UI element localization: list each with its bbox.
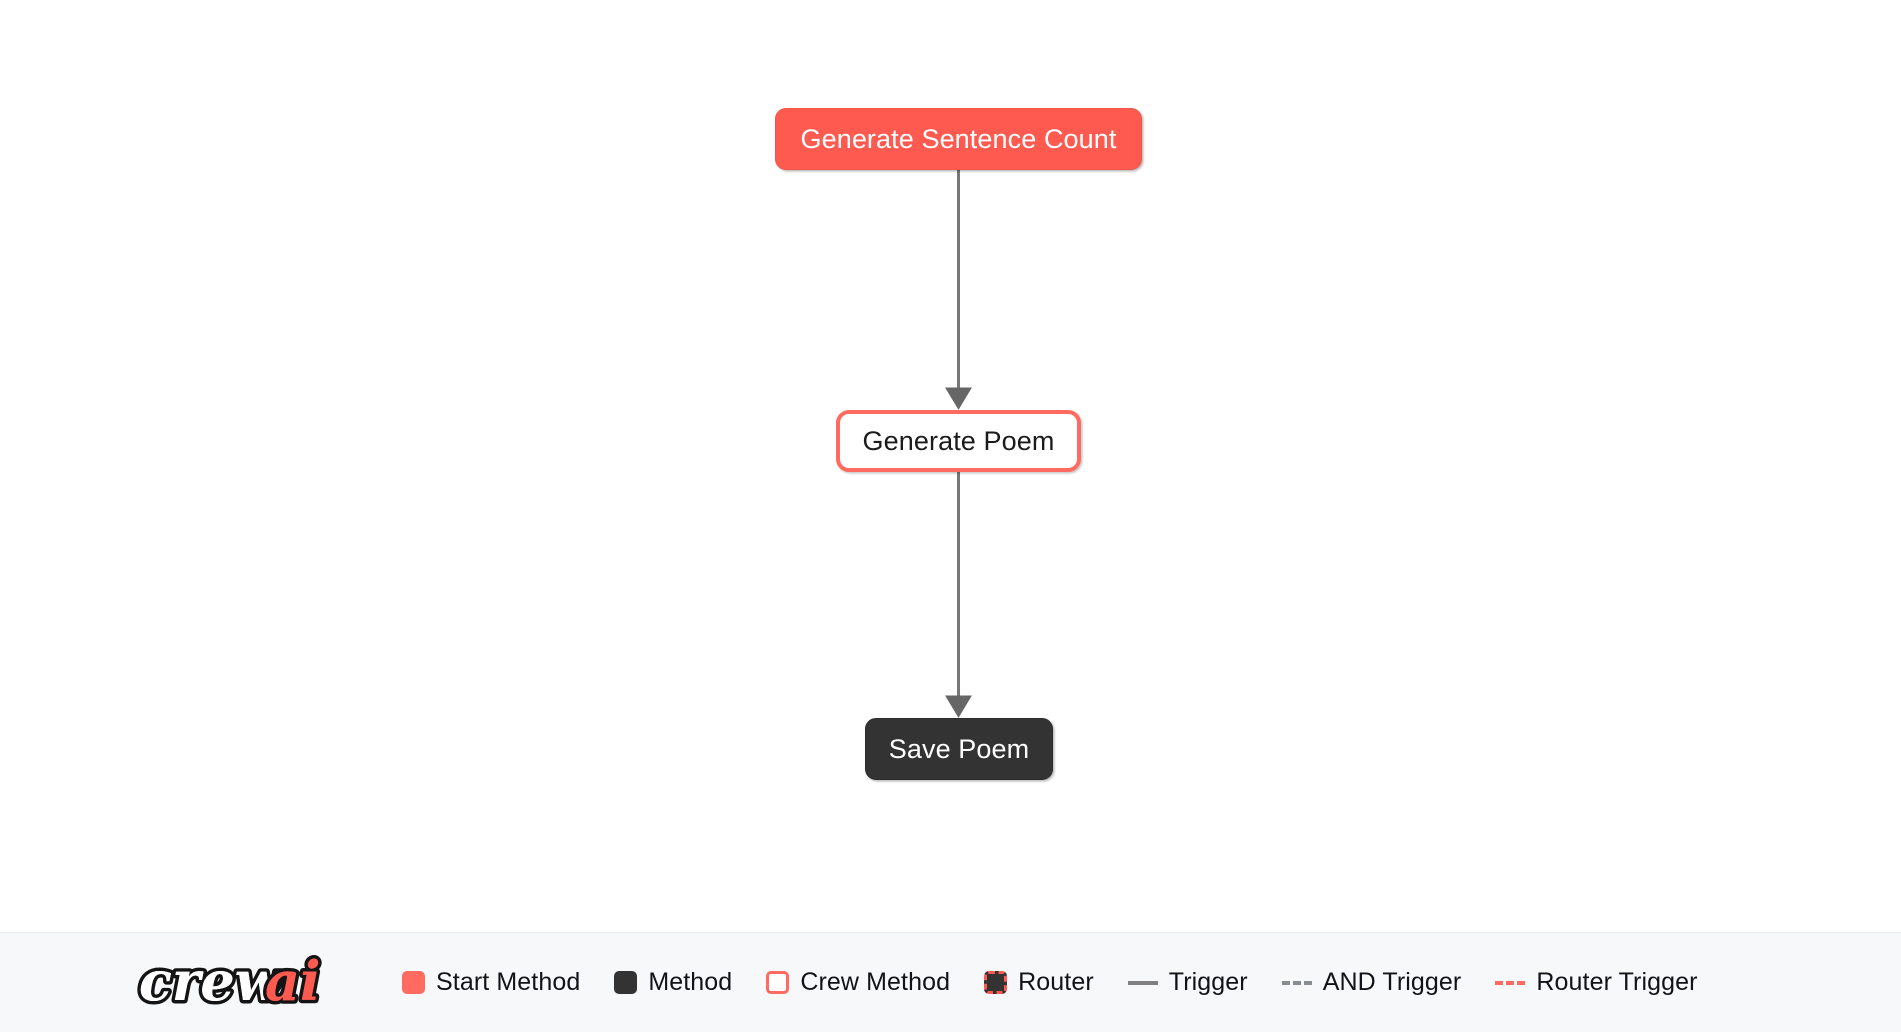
legend-item-router-trigger: Router Trigger (1495, 968, 1697, 997)
crewai-logo-text-accent: ai (265, 949, 321, 1013)
and-trigger-line-icon (1281, 980, 1312, 985)
start-method-swatch-icon (402, 971, 425, 994)
router-swatch-icon (984, 971, 1008, 994)
legend-item-method: Method (614, 968, 732, 997)
flow-node-save-poem[interactable]: Save Poem (865, 718, 1053, 780)
legend-bar: crew crew ai ai Start Method Method Crew… (0, 932, 1901, 1032)
svg-text:crew: crew (139, 949, 284, 1013)
legend-item-start-method: Start Method (402, 968, 580, 997)
method-swatch-icon (614, 971, 638, 994)
flow-node-generate-poem[interactable]: Generate Poem (836, 410, 1081, 472)
flow-node-generate-sentence-count[interactable]: Generate Sentence Count (775, 108, 1142, 170)
crewai-logo-text-primary: crew (139, 949, 284, 1013)
legend-item-and-trigger: AND Trigger (1281, 968, 1462, 997)
router-trigger-line-icon (1495, 980, 1526, 985)
legend-label: Start Method (436, 968, 581, 996)
svg-text:ai: ai (265, 949, 321, 1013)
legend-label: Trigger (1168, 968, 1248, 996)
legend-label: Method (648, 968, 733, 996)
legend-label: AND Trigger (1322, 968, 1462, 996)
trigger-line-icon (1127, 980, 1158, 985)
legend-label: Router (1018, 968, 1094, 996)
flow-node-label: Generate Poem (862, 425, 1055, 456)
crew-method-swatch-icon (766, 971, 790, 994)
legend-item-router: Router (984, 968, 1094, 997)
legend-item-trigger: Trigger (1127, 968, 1248, 997)
legend-item-crew-method: Crew Method (766, 968, 950, 997)
legend-label: Crew Method (800, 968, 951, 996)
legend-items: Start Method Method Crew Method Router T… (402, 968, 1698, 997)
flow-canvas[interactable]: Generate Sentence Count Generate Poem Sa… (0, 0, 1901, 932)
flow-node-label: Save Poem (888, 733, 1030, 764)
legend-label: Router Trigger (1536, 968, 1698, 996)
flow-node-label: Generate Sentence Count (800, 123, 1117, 154)
crewai-logo: crew crew ai ai (137, 948, 324, 1017)
